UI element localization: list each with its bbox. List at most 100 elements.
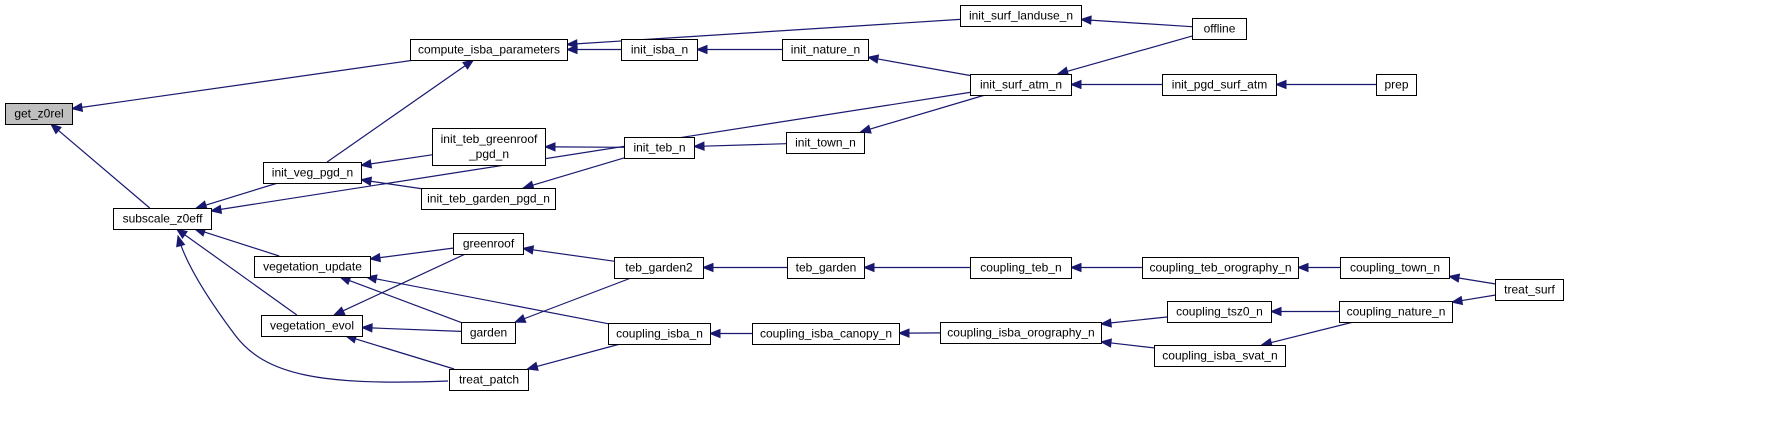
node-init-town-n[interactable]: init_town_n: [786, 132, 865, 154]
node-coupling-teb-n[interactable]: coupling_teb_n: [970, 257, 1072, 279]
node-box: [960, 5, 1082, 27]
node-label: teb_garden2: [625, 261, 693, 275]
node-box: [1167, 301, 1272, 323]
node-box: [752, 323, 900, 345]
node-coupling-nature-n[interactable]: coupling_nature_n: [1339, 301, 1453, 323]
node-box: [1142, 257, 1299, 279]
edge-treat-surf-to-coupling-town-n: [1447, 273, 1496, 285]
node-label: coupling_tsz0_n: [1176, 305, 1263, 319]
edge-init-isba-n-to-compute-isba-parameters: [565, 44, 621, 55]
node-coupling-isba-canopy-n[interactable]: coupling_isba_canopy_n: [752, 323, 900, 345]
node-prep[interactable]: prep: [1376, 74, 1417, 96]
edge-init-veg-pgd-n-to-compute-isba-parameters: [326, 59, 475, 163]
node-box: [614, 257, 704, 279]
edge-init-surf-atm-n-to-subscale-z0eff: [209, 91, 971, 214]
arrowhead-icon: [701, 262, 714, 273]
arrowhead-icon: [1274, 79, 1287, 90]
edge-init-town-n-to-init-teb-n: [692, 141, 787, 151]
arrowhead-icon: [1447, 273, 1461, 283]
node-compute-isba-parameters[interactable]: compute_isba_parameters: [410, 39, 568, 61]
edge-init-surf-atm-n-to-init-town-n: [859, 94, 986, 134]
node-coupling-tsz0-n[interactable]: coupling_tsz0_n: [1167, 301, 1272, 323]
node-greenroof[interactable]: greenroof: [453, 233, 524, 255]
arrowhead-icon: [708, 328, 721, 339]
edge-vegetation-update-to-subscale-z0eff: [193, 227, 280, 257]
edge-line: [326, 64, 467, 163]
node-coupling-isba-svat-n[interactable]: coupling_isba_svat_n: [1154, 345, 1286, 367]
edge-line: [369, 180, 422, 190]
node-init-pgd-surf-atm[interactable]: init_pgd_surf_atm: [1162, 74, 1277, 96]
edge-line: [203, 231, 280, 257]
arrowhead-icon: [359, 159, 373, 169]
node-get-z0rel[interactable]: get_z0rel: [5, 103, 73, 125]
edge-line: [378, 247, 454, 259]
arrowhead-icon: [513, 314, 527, 323]
arrowhead-icon: [1099, 318, 1112, 328]
node-box: [1340, 257, 1450, 279]
edge-line: [1460, 294, 1496, 302]
node-coupling-isba-orography-n[interactable]: coupling_isba_orography_n: [940, 322, 1102, 344]
node-garden[interactable]: garden: [461, 322, 516, 344]
arrowhead-icon: [194, 200, 208, 210]
node-box: [410, 39, 568, 61]
node-box: [782, 39, 869, 61]
node-label: init_teb_greenroof: [441, 132, 538, 146]
edge-init-nature-n-to-init-isba-n: [695, 44, 782, 55]
node-label: coupling_isba_canopy_n: [760, 327, 892, 341]
edge-coupling-teb-orography-n-to-coupling-teb-n: [1069, 262, 1142, 273]
arrowhead-icon: [1269, 306, 1282, 317]
node-label: teb_garden: [796, 261, 857, 275]
node-teb-garden2[interactable]: teb_garden2: [614, 257, 704, 279]
node-init-surf-landuse-n[interactable]: init_surf_landuse_n: [960, 5, 1082, 27]
node-init-teb-garden-pgd-n[interactable]: init_teb_garden_pgd_n: [421, 188, 556, 210]
edge-coupling-town-n-to-coupling-teb-orography-n: [1296, 262, 1340, 273]
arrowhead-icon: [1296, 262, 1309, 273]
edge-prep-to-init-pgd-surf-atm: [1274, 79, 1376, 90]
edge-offline-to-init-surf-landuse-n: [1079, 15, 1193, 28]
arrowhead-icon: [897, 328, 910, 338]
edge-coupling-isba-svat-n-to-coupling-isba-orography-n: [1099, 338, 1155, 349]
edge-coupling-isba-orography-n-to-coupling-isba-canopy-n: [897, 328, 941, 338]
edge-coupling-isba-n-to-treat-patch: [526, 343, 621, 371]
node-coupling-town-n[interactable]: coupling_town_n: [1340, 257, 1450, 279]
node-init-teb-greenroof-pgd-n[interactable]: init_teb_greenroof_pgd_n: [432, 128, 546, 166]
arrowhead-icon: [176, 234, 186, 248]
node-label: init_surf_landuse_n: [969, 9, 1073, 23]
node-label: garden: [470, 326, 507, 340]
node-init-surf-atm-n[interactable]: init_surf_atm_n: [970, 74, 1072, 96]
arrowhead-icon: [1079, 15, 1092, 25]
node-label: _pgd_n: [468, 147, 509, 161]
edge-line: [876, 58, 971, 77]
node-teb-garden[interactable]: teb_garden: [787, 257, 865, 279]
edge-line: [531, 157, 625, 186]
arrowhead-icon: [565, 44, 578, 55]
node-vegetation-evol[interactable]: vegetation_evol: [261, 315, 363, 337]
edge-compute-isba-parameters-to-get-z0rel: [70, 59, 415, 112]
edge-line: [204, 182, 278, 206]
edge-line: [177, 235, 449, 383]
node-init-nature-n[interactable]: init_nature_n: [782, 39, 869, 61]
node-coupling-isba-n[interactable]: coupling_isba_n: [608, 323, 711, 345]
node-label: init_pgd_surf_atm: [1172, 78, 1267, 92]
edge-init-teb-garden-pgd-n-to-init-veg-pgd-n: [359, 176, 422, 190]
edge-subscale-z0eff-to-get-z0rel: [49, 123, 151, 209]
edge-line: [342, 253, 466, 312]
edge-init-teb-n-to-init-teb-greenroof-pgd-n: [543, 142, 625, 152]
arrowhead-icon: [521, 245, 535, 255]
node-label: treat_patch: [459, 373, 519, 387]
arrowhead-icon: [866, 54, 880, 64]
node-box: [786, 132, 865, 154]
node-init-isba-n[interactable]: init_isba_n: [621, 39, 698, 61]
node-treat-patch[interactable]: treat_patch: [449, 369, 529, 391]
node-coupling-teb-orography-n[interactable]: coupling_teb_orography_n: [1142, 257, 1299, 279]
node-vegetation-update[interactable]: vegetation_update: [254, 256, 371, 278]
node-init-teb-n[interactable]: init_teb_n: [624, 137, 695, 159]
edge-coupling-tsz0-n-to-coupling-isba-orography-n: [1099, 316, 1168, 328]
node-treat-surf[interactable]: treat_surf: [1495, 279, 1564, 301]
node-offline[interactable]: offline: [1192, 18, 1247, 40]
arrowhead-icon: [462, 59, 475, 70]
node-init-veg-pgd-n[interactable]: init_veg_pgd_n: [263, 162, 362, 184]
node-subscale-z0eff[interactable]: subscale_z0eff: [113, 208, 212, 230]
node-box: [970, 257, 1072, 279]
